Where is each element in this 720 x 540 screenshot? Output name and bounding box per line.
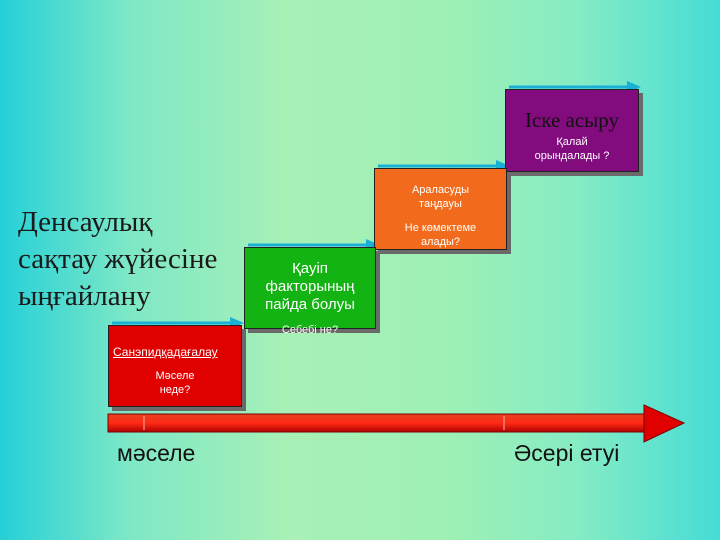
step-box-intervention: Араласуды таңдауы Не көмектеме алады? bbox=[374, 168, 507, 250]
step-box-implementation: Iске асыру Қалай орындалады ? bbox=[505, 89, 639, 172]
step-subtitle-surveillance: Мәселе неде? bbox=[155, 370, 195, 396]
axis-end-label: Әсерi етуi bbox=[514, 440, 620, 466]
step-title-intervention: Араласуды таңдауы bbox=[411, 184, 470, 210]
step-box-surveillance: Санэпидқадағалау Мәселе неде? bbox=[108, 325, 242, 407]
step-title-implementation: Iске асыру bbox=[524, 108, 620, 132]
step-subtitle-risk-factor: Себебi не? bbox=[281, 324, 339, 336]
step-title-risk-factor: Қауiп факторының пайда болуы bbox=[265, 260, 355, 313]
step-subtitle-intervention: Не көмектеме алады? bbox=[404, 222, 477, 248]
axis-start-label: мәселе bbox=[117, 440, 196, 466]
step-title-surveillance: Санэпидқадағалау bbox=[113, 345, 218, 359]
step-subtitle-implementation: Қалай орындалады ? bbox=[534, 136, 610, 162]
step-box-risk-factor: Қауiп факторының пайда болуы Себебi не? bbox=[244, 247, 376, 336]
page-title: Денсаулық сақтау жүйесіне ыңғайлану bbox=[18, 206, 218, 312]
